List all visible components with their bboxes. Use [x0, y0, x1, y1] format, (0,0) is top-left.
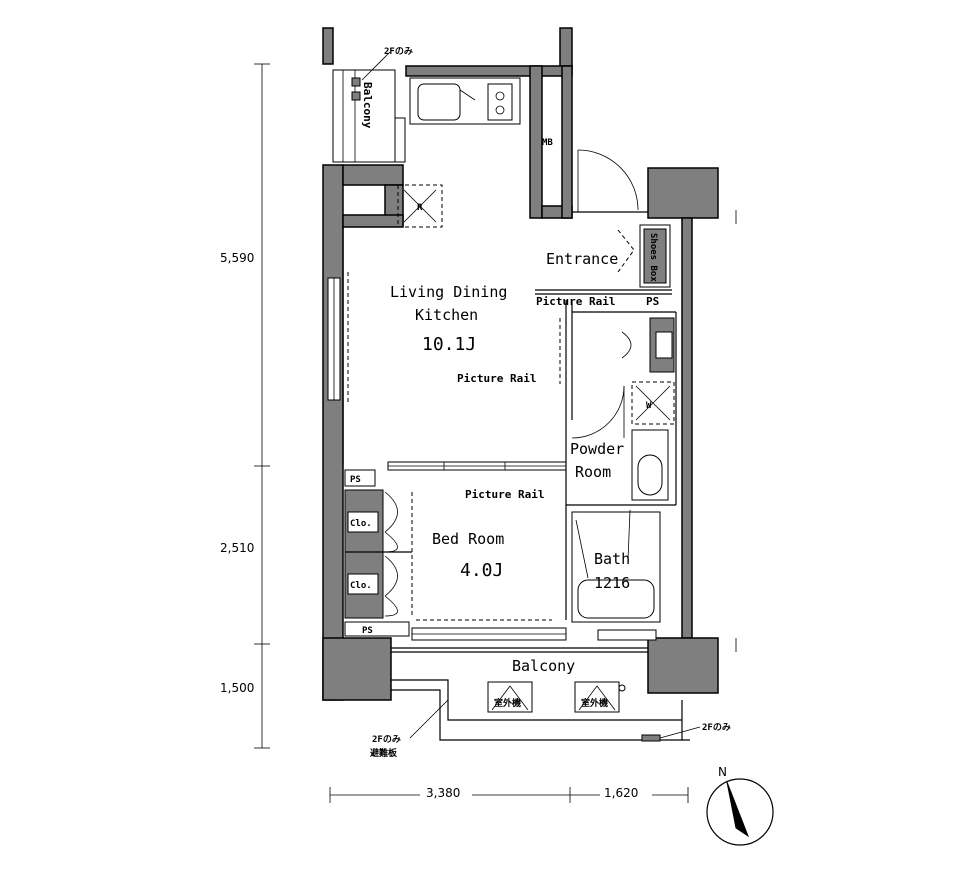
note-2f-bottom-left: 2Fのみ [372, 734, 401, 745]
kitchen-counter [409, 77, 521, 125]
compass: N [706, 765, 774, 846]
ps-bedroom-bottom: PS [362, 626, 373, 636]
bottom-balcony-label: Balcony [512, 657, 575, 675]
note-2f-bottom-right: 2Fのみ [702, 722, 731, 733]
outdoor-unit-2: 室外機 [581, 697, 608, 709]
bath-label: Bath [594, 550, 630, 568]
entrance-area: Shoes Box Entrance Picture Rail PS [535, 149, 672, 308]
note-2f-top: 2Fのみ [384, 46, 413, 57]
bed-room: PS Clo. Clo. PS Picture Rail Bed Room 4.… [344, 469, 567, 641]
dim-1620: 1,620 [604, 786, 638, 800]
picture-rail-ldk-right: Picture Rail [457, 372, 536, 385]
shoe-box-label: Shoes Box [648, 233, 658, 282]
ldk-label-line2: Kitchen [415, 306, 478, 324]
bath-size: 1216 [594, 574, 630, 592]
closet-1-label: Clo. [350, 519, 372, 529]
bedroom-label: Bed Room [432, 530, 504, 548]
note-partition: 避難板 [370, 747, 398, 759]
dim-1500: 1,500 [220, 681, 254, 695]
top-balcony-label: Balcony [361, 82, 374, 129]
ps-entrance: PS [646, 295, 659, 308]
powder-room-label-line1: Powder [570, 440, 624, 458]
picture-rail-bedroom: Picture Rail [465, 488, 544, 501]
horizontal-dimensions: 3,380 1,620 [329, 786, 689, 803]
mb-label: MB [542, 138, 553, 148]
compass-north-icon: N [718, 765, 727, 779]
entrance-label: Entrance [546, 250, 618, 268]
dim-3380: 3,380 [426, 786, 460, 800]
bath-room: Bath 1216 [566, 504, 676, 641]
ps-bedroom-top: PS [350, 475, 361, 485]
dim-2510: 2,510 [220, 541, 254, 555]
refrigerator-space: R [397, 184, 443, 228]
dim-5590: 5,590 [220, 251, 254, 265]
washing-machine-mark: W [646, 401, 652, 411]
powder-room: W Powder Room [570, 311, 677, 505]
picture-rail-entrance: Picture Rail [536, 295, 615, 308]
top-balcony: Balcony [332, 69, 406, 163]
powder-room-label-line2: Room [575, 463, 611, 481]
ldk-size: 10.1J [422, 334, 476, 355]
ldk-room: Living Dining Kitchen 10.1J Picture Rail [327, 227, 573, 620]
closet-2-label: Clo. [350, 581, 372, 591]
outdoor-unit-1: 室外機 [494, 697, 521, 709]
notes: 2Fのみ 2Fのみ 避難板 2Fのみ [361, 46, 731, 759]
ldk-label-line1: Living Dining [390, 283, 507, 301]
bedroom-size: 4.0J [460, 560, 503, 581]
bottom-balcony: 室外機 室外機 Balcony [391, 647, 690, 742]
refrigerator-mark: R [417, 203, 423, 213]
vertical-dimensions: 5,590 2,510 1,500 [220, 63, 270, 749]
